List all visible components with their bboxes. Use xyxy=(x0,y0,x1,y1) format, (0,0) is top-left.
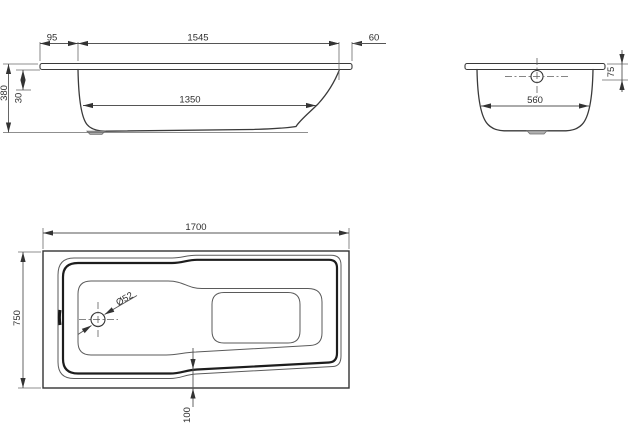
drain-leader-arrow-line xyxy=(77,325,92,335)
dim-560: 560 xyxy=(481,95,589,109)
end-elevation-view: 560 75 xyxy=(464,50,628,135)
dim-1545-label: 1545 xyxy=(187,33,208,44)
plan-tub-bottom-contour xyxy=(77,280,323,356)
plan-rim-inner-contour xyxy=(57,254,342,379)
dim-100-label: 100 xyxy=(182,407,193,423)
dim-60: 60 xyxy=(327,33,386,61)
dim-750: 750 xyxy=(12,251,41,389)
end-drain-bump xyxy=(526,130,548,135)
plan-foot-plateau-contour xyxy=(211,292,301,344)
plan-tub-top-contour xyxy=(61,258,339,375)
dim-30-label: 30 xyxy=(14,93,25,104)
end-rim-profile xyxy=(464,62,606,71)
dim-1350-label: 1350 xyxy=(179,95,200,106)
dim-95: 95 xyxy=(39,33,79,61)
dim-30: 30 xyxy=(14,69,40,104)
dim-60-label: 60 xyxy=(369,33,380,44)
side-rim-profile xyxy=(39,62,353,71)
dim-750-label: 750 xyxy=(12,310,23,326)
drain-leader-arrow-line xyxy=(104,295,138,315)
overflow-mark-icon xyxy=(57,309,62,326)
dim-75: 75 xyxy=(602,50,628,92)
dim-95-label: 95 xyxy=(47,33,58,44)
dim-380-label: 380 xyxy=(0,85,10,101)
dim-75-label: 75 xyxy=(606,67,617,78)
dim-1700: 1700 xyxy=(42,222,350,249)
dim-560-label: 560 xyxy=(527,95,543,106)
plan-view: Ø52 1700 750 100 xyxy=(12,222,350,423)
dim-100: 100 xyxy=(182,348,196,423)
side-tub-outline xyxy=(77,68,341,132)
dim-1545: 1545 xyxy=(78,33,340,80)
side-elevation-view: 95 1545 60 380 30 1350 xyxy=(0,33,386,135)
dim-380: 380 xyxy=(0,63,38,133)
dim-1350: 1350 xyxy=(83,95,316,109)
dim-1700-label: 1700 xyxy=(185,222,206,233)
